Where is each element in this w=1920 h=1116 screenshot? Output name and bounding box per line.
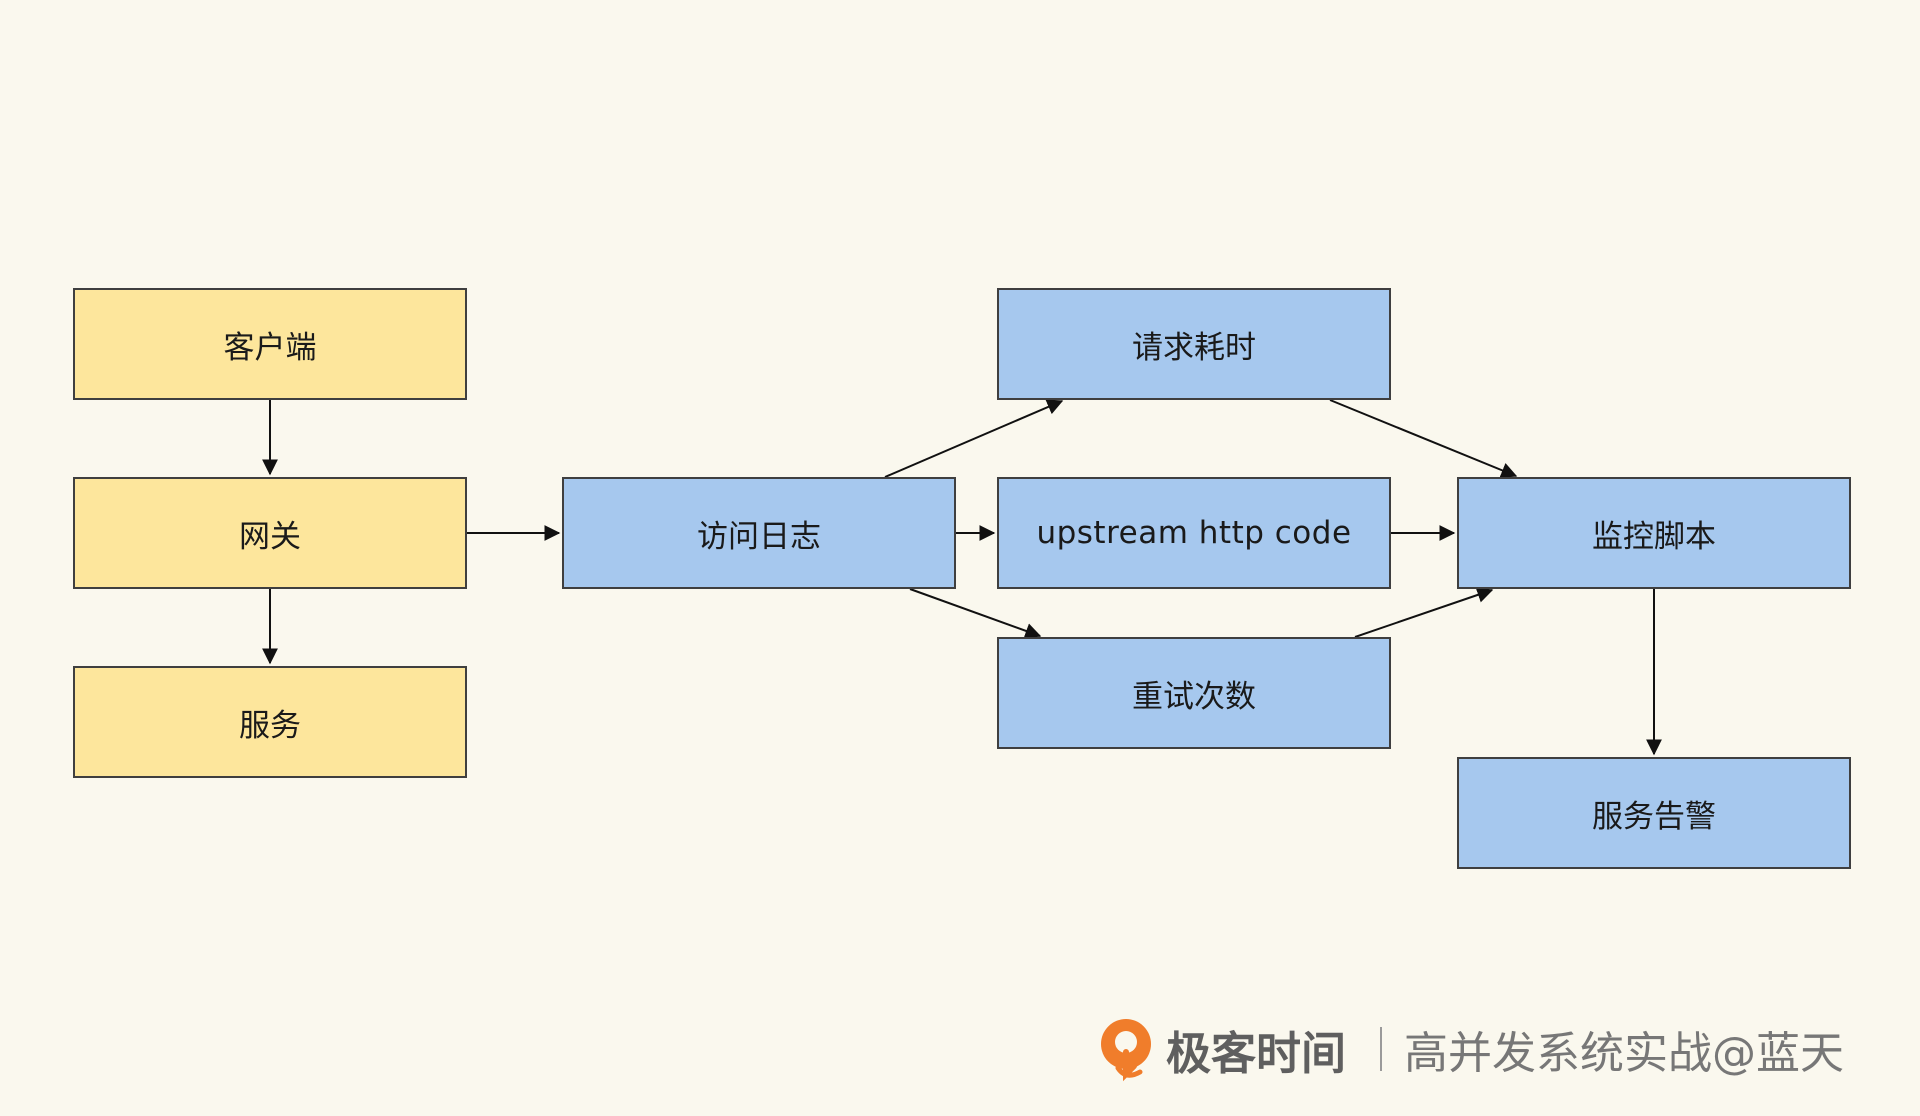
node-service-alarm-label: 服务告警	[1592, 798, 1716, 835]
node-service-alarm: 服务告警	[1457, 757, 1851, 869]
node-client-label: 客户端	[223, 329, 317, 366]
node-gateway-label: 网关	[239, 518, 301, 555]
course-name: 高并发系统实战@蓝天	[1404, 1028, 1845, 1079]
edge-access-latency	[884, 399, 1064, 478]
node-service-label: 服务	[239, 707, 301, 744]
node-latency-label: 请求耗时	[1132, 329, 1256, 366]
node-upstream-code-label: upstream http code	[1036, 515, 1352, 551]
edge-retry-monitor	[1354, 587, 1494, 638]
node-client: 客户端	[73, 288, 467, 400]
geektime-logo-icon	[1101, 1019, 1151, 1082]
edge-latency-monitor	[1329, 399, 1518, 478]
node-retry-count-label: 重试次数	[1132, 678, 1256, 715]
node-latency: 请求耗时	[997, 288, 1391, 400]
node-monitor-script: 监控脚本	[1457, 477, 1851, 589]
node-upstream-code: upstream http code	[997, 477, 1391, 589]
brand-name: 极客时间	[1166, 1026, 1347, 1080]
watermark: 极客时间 高并发系统实战@蓝天	[1096, 1012, 1844, 1086]
node-monitor-script-label: 监控脚本	[1592, 518, 1716, 555]
brand-separator	[1380, 1027, 1383, 1071]
node-service: 服务	[73, 666, 467, 778]
node-retry-count: 重试次数	[997, 637, 1391, 749]
node-access-log: 访问日志	[562, 477, 956, 589]
edge-access-retry	[909, 588, 1042, 639]
node-gateway: 网关	[73, 477, 467, 589]
node-access-log-label: 访问日志	[697, 518, 821, 555]
